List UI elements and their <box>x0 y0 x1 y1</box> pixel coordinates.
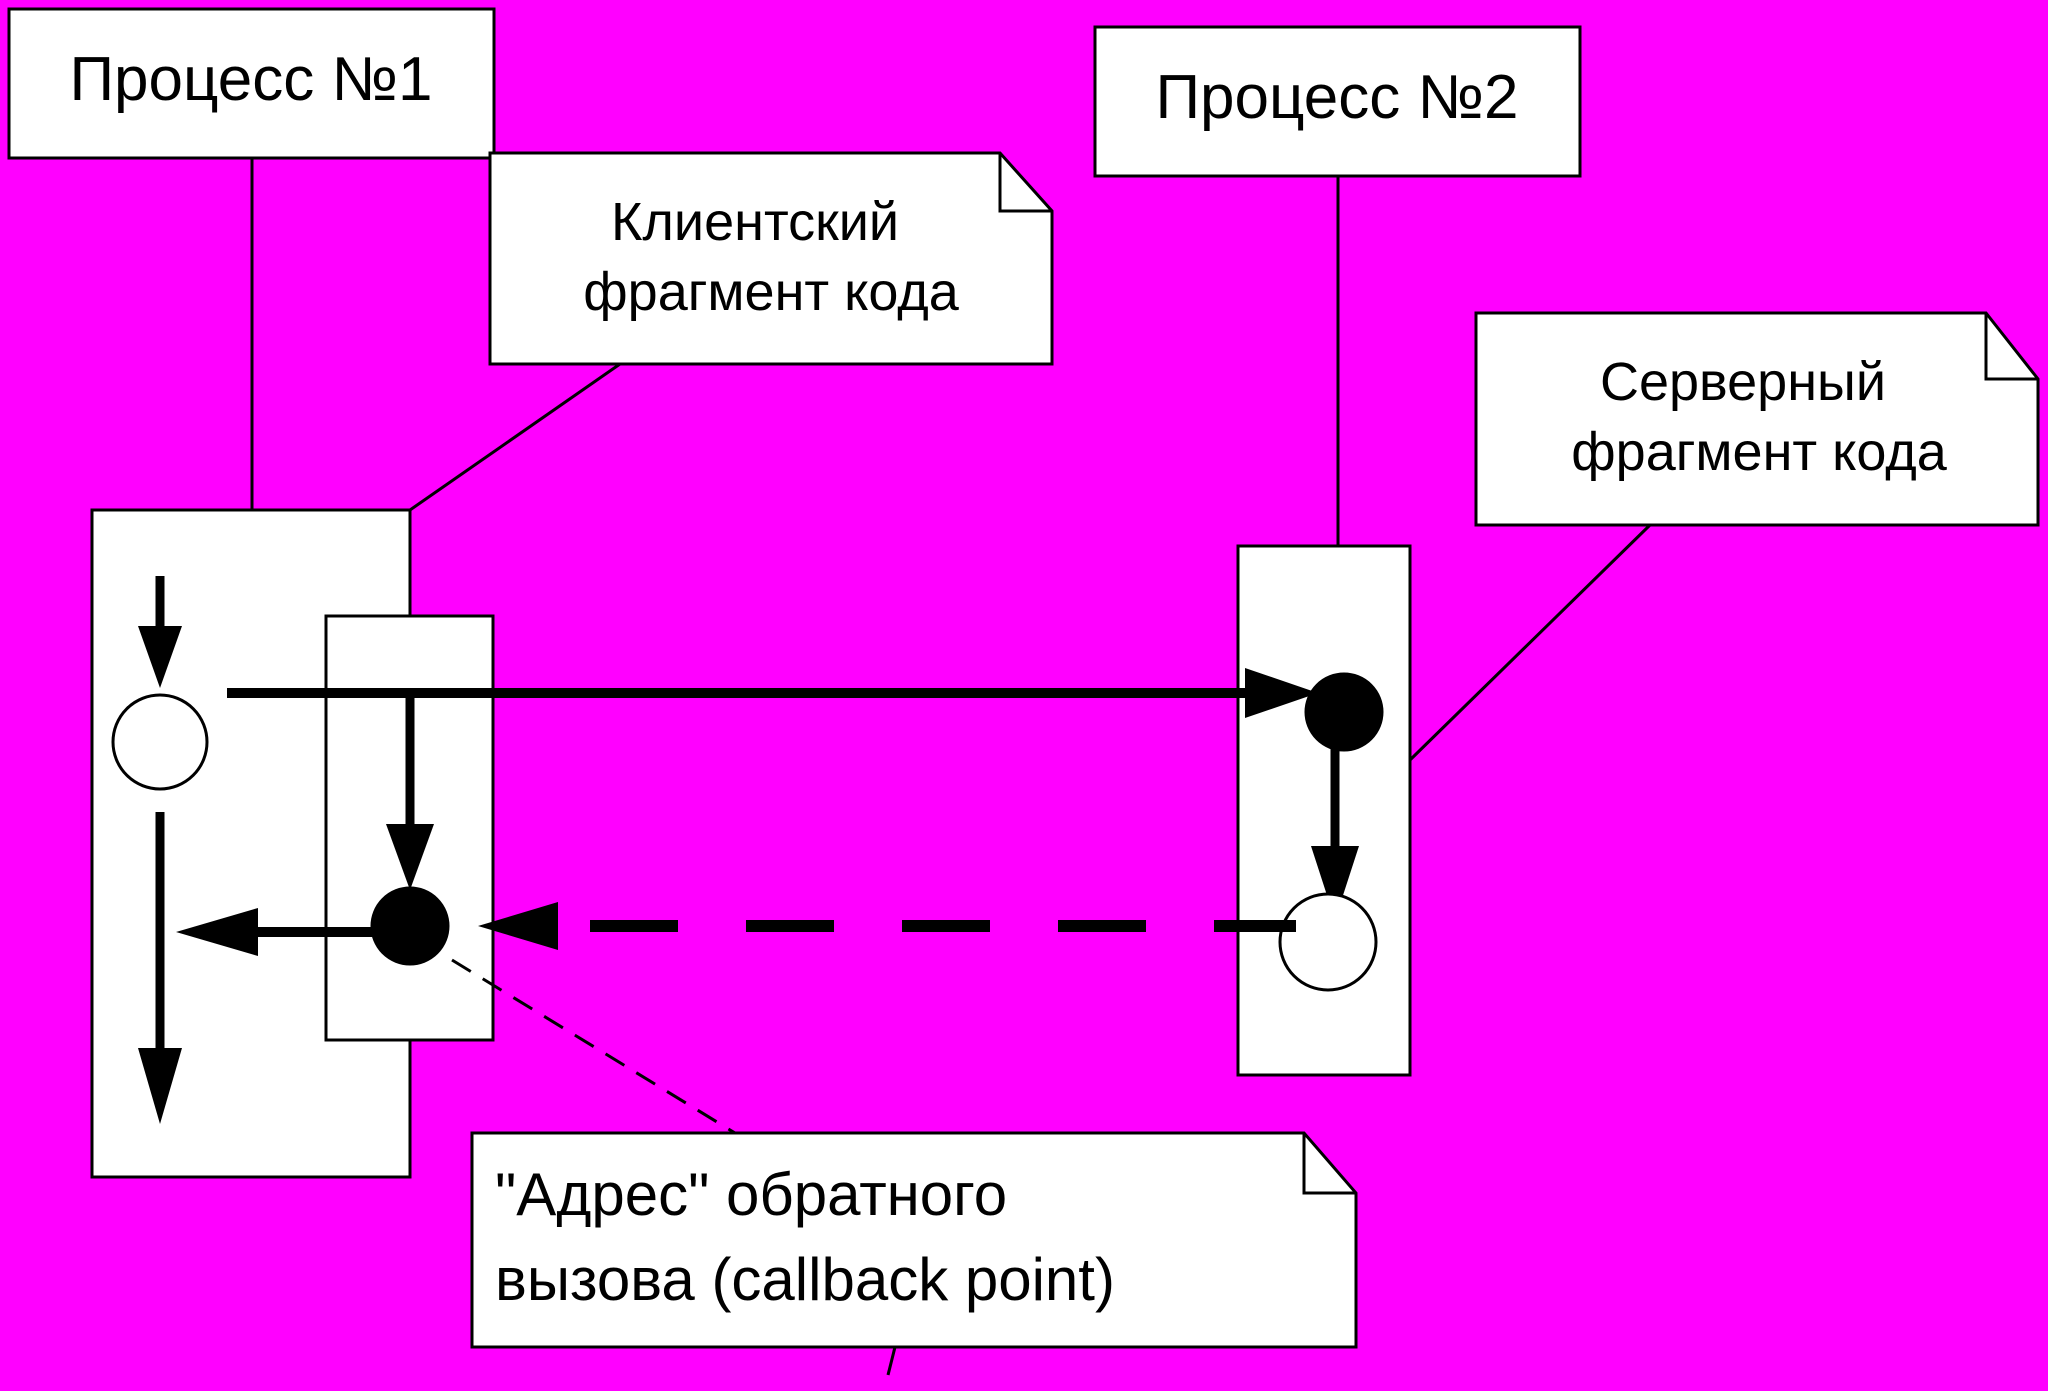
process2-title: Процесс №2 <box>1155 63 1518 132</box>
process1-title: Процесс №1 <box>69 45 432 114</box>
client-note-line2: фрагмент кода <box>583 262 959 322</box>
callback-return-arrowhead <box>478 902 558 950</box>
entry-flow-arrowhead <box>138 626 182 688</box>
request-message-arrowhead <box>1245 668 1318 718</box>
server-note-connector <box>1408 523 1652 762</box>
callback-point-note: "Адрес" обратного вызова (callback point… <box>470 1131 1358 1349</box>
process2-box <box>1093 25 1582 178</box>
callback-handoff-arrowhead <box>176 908 258 956</box>
callback-note-fold <box>1302 1133 1356 1195</box>
client-note-shape <box>488 151 1054 366</box>
server-end-node <box>1278 892 1378 992</box>
callback-note-line1: "Адрес" обратного <box>495 1161 1007 1228</box>
process1-box <box>7 7 496 160</box>
process2-header: Процесс №2 <box>1093 25 1582 178</box>
server-receive-node <box>1304 672 1384 752</box>
server-note-line1: Серверный <box>1600 352 1886 412</box>
nested-flow-arrowhead <box>386 824 434 890</box>
client-note-line1: Клиентский <box>611 192 899 252</box>
server-note-shape <box>1474 311 2040 527</box>
client-note-connector <box>409 362 621 512</box>
client-code-note: Клиентский фрагмент кода <box>488 151 1054 366</box>
client-main-flow-arrowhead <box>138 1048 182 1124</box>
callback-note-line2: вызова (callback point) <box>495 1246 1115 1313</box>
server-code-note: Серверный фрагмент кода <box>1474 311 2040 527</box>
callback-note-tail <box>886 1346 897 1376</box>
process2-activation <box>1236 544 1412 1077</box>
client-note-fold <box>998 153 1052 213</box>
callback-point-node <box>370 886 450 966</box>
server-note-fold <box>1984 313 2038 381</box>
server-note-line2: фрагмент кода <box>1571 422 1947 482</box>
callback-note-connector <box>451 958 736 1135</box>
client-start-node <box>111 693 209 791</box>
callback-note-shape <box>470 1131 1358 1349</box>
server-process-arrowhead <box>1311 846 1359 920</box>
process1-header: Процесс №1 <box>7 7 496 160</box>
